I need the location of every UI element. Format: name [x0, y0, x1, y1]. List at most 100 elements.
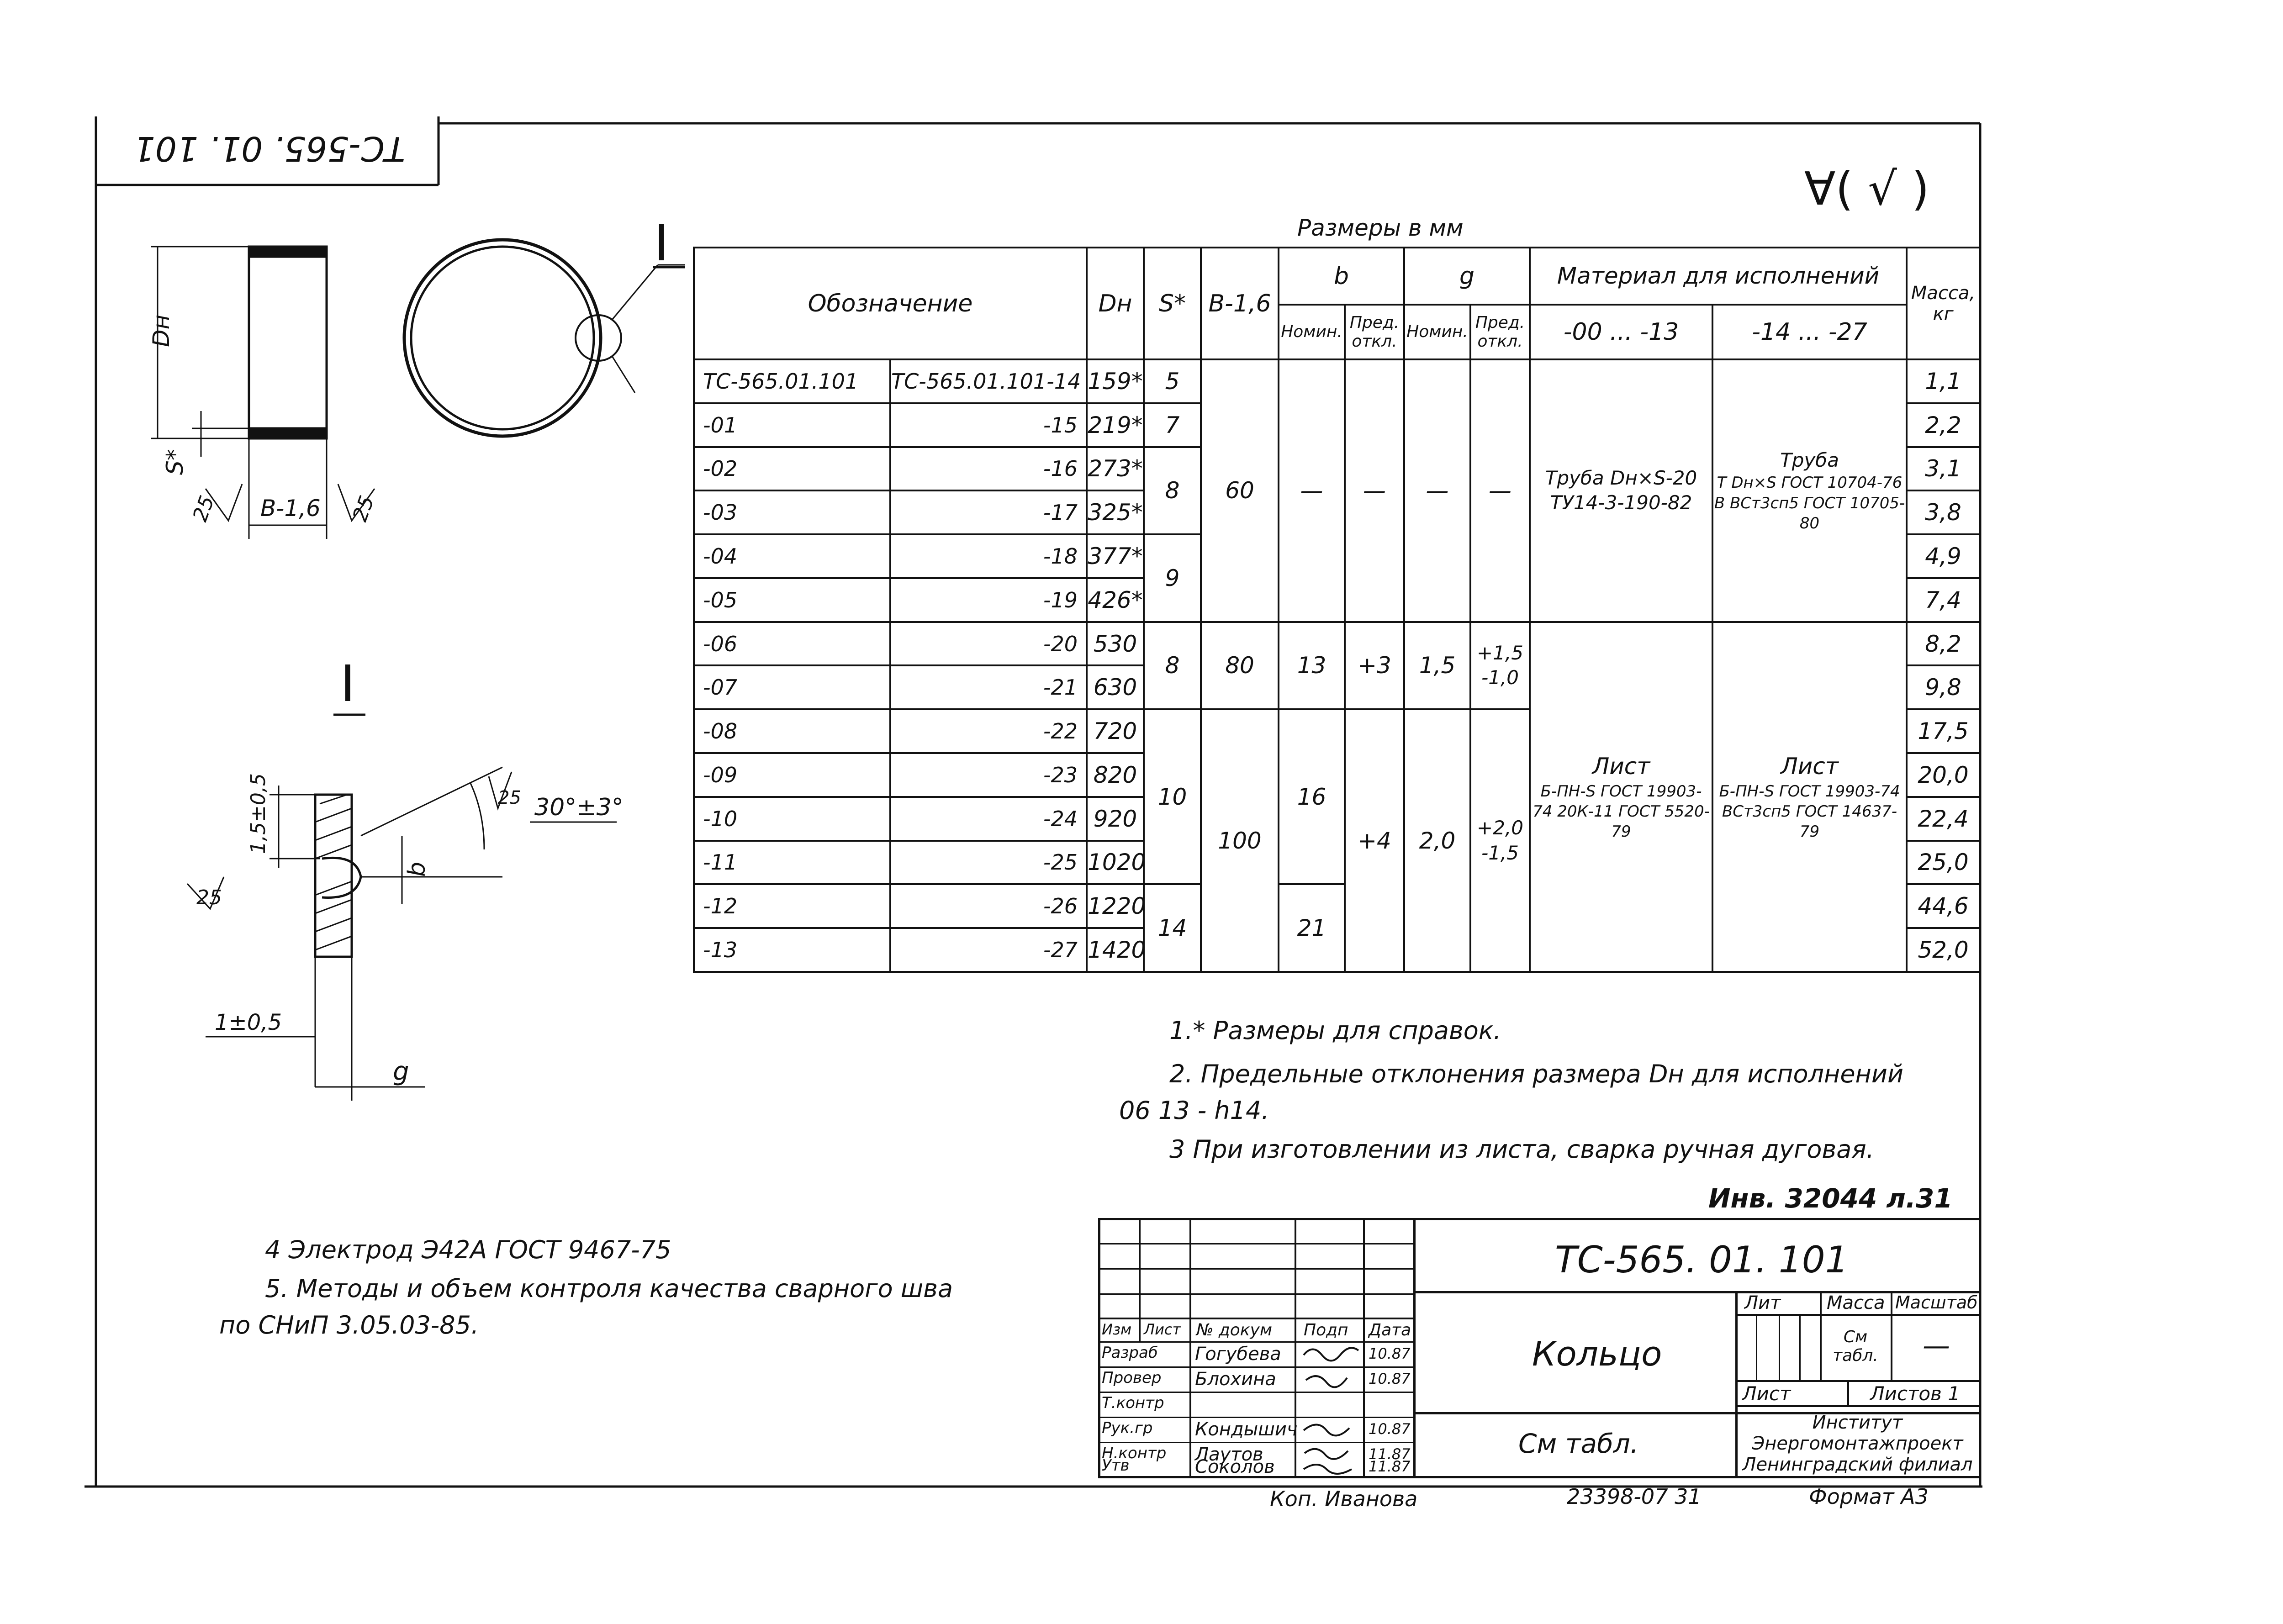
- row-code2: -19: [889, 577, 1088, 623]
- footer-copied: Коп. Иванова: [1270, 1487, 1418, 1511]
- tb-person: Лаутов: [1195, 1444, 1263, 1465]
- row-mass: 17,5: [1906, 708, 1981, 754]
- tb-date: 10.87: [1369, 1370, 1411, 1387]
- dim-g-label: g: [393, 1057, 409, 1086]
- row-code1: -10: [693, 796, 891, 842]
- note-5b: по СНиП 3.05.03-85.: [219, 1311, 479, 1339]
- s-cell: 10: [1143, 708, 1202, 886]
- row-code2: -26: [889, 883, 1088, 929]
- b-nomin-dash: —: [1278, 359, 1346, 623]
- row-code2: -23: [889, 752, 1088, 798]
- hdr-b-pred: Пред. откл.: [1344, 304, 1406, 360]
- row-mass: 3,8: [1906, 490, 1981, 536]
- dim-b-width-label: В-1,6: [260, 495, 321, 522]
- row-mass: 4,9: [1906, 533, 1981, 579]
- tb-massa: Масса: [1827, 1292, 1885, 1313]
- ring-side-view: [151, 245, 375, 539]
- material-sheet-1: Лист Б-ПН-S ГОСТ 19903-74 20К-11 ГОСТ 55…: [1529, 621, 1714, 973]
- note-2b: 06 13 - h14.: [1119, 1096, 1269, 1125]
- row-dn: 273*: [1086, 446, 1145, 492]
- row-code1: ТС-565.01.101: [693, 359, 891, 404]
- row-code2: -22: [889, 708, 1088, 754]
- tb-date: 10.87: [1369, 1420, 1411, 1438]
- table-row: -01 -15 219* 7 2,2: [693, 402, 1981, 448]
- roughness-left: 25: [188, 493, 219, 525]
- roughness-detail: 25: [196, 886, 222, 909]
- s-cell: 5: [1143, 359, 1202, 404]
- dim-s-label: S*: [162, 449, 188, 475]
- material-sheet-2-body: Б-ПН-S ГОСТ 19903-74 ВСт3сп5 ГОСТ 14637-…: [1719, 782, 1900, 841]
- note-5a: 5. Методы и объем контроля качества свар…: [265, 1274, 953, 1303]
- material-pipe-2-body: Т Dн×S ГОСТ 10704-76 В ВСт3сп5 ГОСТ 1070…: [1714, 474, 1905, 533]
- tb-masshtab-value: —: [1923, 1330, 1950, 1362]
- row-dn: 1020: [1086, 839, 1145, 886]
- row-dn: 1220: [1086, 883, 1145, 929]
- material-sheet-1-body: Б-ПН-S ГОСТ 19903-74 20К-11 ГОСТ 5520-79: [1533, 782, 1710, 841]
- inventory-number: Инв. 32044 л.31: [1708, 1183, 1953, 1214]
- b16-cell: 80: [1200, 621, 1280, 711]
- row-mass: 44,6: [1906, 883, 1981, 929]
- tb-hdr-sign: Подп: [1304, 1321, 1348, 1339]
- ring-drawing: Dн S* В-1,6 25 25 I I: [148, 214, 685, 1101]
- table-row: -03 -17 325* 3,8: [693, 490, 1981, 536]
- tb-masshtab: Масштаб: [1895, 1292, 1978, 1313]
- tb-role: Т.контр: [1102, 1394, 1164, 1412]
- row-dn: 377*: [1086, 533, 1145, 579]
- row-dn: 820: [1086, 752, 1145, 798]
- table-row: -12 -26 1220 14 21 44,6: [693, 883, 1981, 973]
- dim-dn-label: Dн: [148, 315, 174, 347]
- material-pipe-2-head: Труба: [1780, 448, 1839, 471]
- dimensions-caption: Размеры в мм: [1297, 215, 1464, 241]
- g-pred-cell: +2,0 -1,5: [1469, 708, 1531, 973]
- roughness-mark: ∀( √ ): [1804, 162, 1929, 216]
- spec-table: Обозначение Dн S* В-1,6 b g Материал для…: [692, 247, 1981, 973]
- b-nomin-cell: 13: [1278, 621, 1346, 711]
- row-dn: 219*: [1086, 402, 1145, 448]
- tb-role: Н.контр: [1102, 1444, 1167, 1462]
- tb-sheet: Лист: [1742, 1382, 1791, 1405]
- hdr-b16: В-1,6: [1200, 247, 1280, 360]
- dim-b-label: b: [403, 862, 431, 877]
- table-row: ТС-565.01.101 ТС-565.01.101-14 159* 5 60…: [693, 359, 1981, 623]
- note-1: 1.* Размеры для справок.: [1169, 1016, 1501, 1045]
- row-code1: -04: [693, 533, 891, 579]
- table-row: -06 -20 530 8 80 13 +3 1,5 +1,5 -1,0 Лис…: [693, 621, 1981, 973]
- row-code1: -13: [693, 927, 891, 973]
- tb-date: 11.87: [1369, 1458, 1411, 1475]
- row-code2: -20: [889, 621, 1088, 667]
- table-row: -10 -24 920 22,4: [693, 796, 1981, 842]
- detail-mark: I: [340, 654, 355, 713]
- table-row: -11 -25 1020 25,0: [693, 839, 1981, 886]
- g-pred-cell: +1,5 -1,0: [1469, 621, 1531, 711]
- row-code2: -16: [889, 446, 1088, 492]
- hdr-material: Материал для исполнений: [1529, 247, 1908, 306]
- row-mass: 20,0: [1906, 752, 1981, 798]
- b-nomin-cell: 16: [1278, 708, 1346, 886]
- hdr-mass: Масса, кг: [1906, 247, 1981, 360]
- note-2a: 2. Предельные отклонения размера Dн для …: [1169, 1060, 1904, 1088]
- tb-person: Соколов: [1195, 1456, 1275, 1477]
- table-row: -05 -19 426* 7,4: [693, 577, 1981, 623]
- row-mass: 8,2: [1906, 621, 1981, 667]
- hdr-g-pred: Пред. откл.: [1469, 304, 1531, 360]
- footer-format: Формат А3: [1809, 1484, 1929, 1509]
- tb-person: Блохина: [1195, 1369, 1276, 1390]
- row-dn: 426*: [1086, 577, 1145, 623]
- material-pipe-1: Труба Dн×S-20 ТУ14-3-190-82: [1529, 359, 1714, 623]
- row-code1: -11: [693, 839, 891, 886]
- row-dn: 720: [1086, 708, 1145, 754]
- signatures: [1303, 1347, 1359, 1475]
- row-code2: -21: [889, 664, 1088, 711]
- table-row: -13 -27 1420 52,0: [693, 927, 1981, 973]
- row-mass: 9,8: [1906, 664, 1981, 711]
- row-code1: -07: [693, 664, 891, 711]
- row-code2: -24: [889, 796, 1088, 842]
- section-mark: I: [654, 214, 669, 272]
- g-nomin-cell: 1,5: [1403, 621, 1472, 711]
- b16-cell: 100: [1200, 708, 1280, 973]
- tb-hdr-list: Лист: [1144, 1321, 1181, 1338]
- dim-15-label: 1,5±0,5: [247, 773, 270, 854]
- g-nomin-dash: —: [1403, 359, 1472, 623]
- row-code2: -17: [889, 490, 1088, 536]
